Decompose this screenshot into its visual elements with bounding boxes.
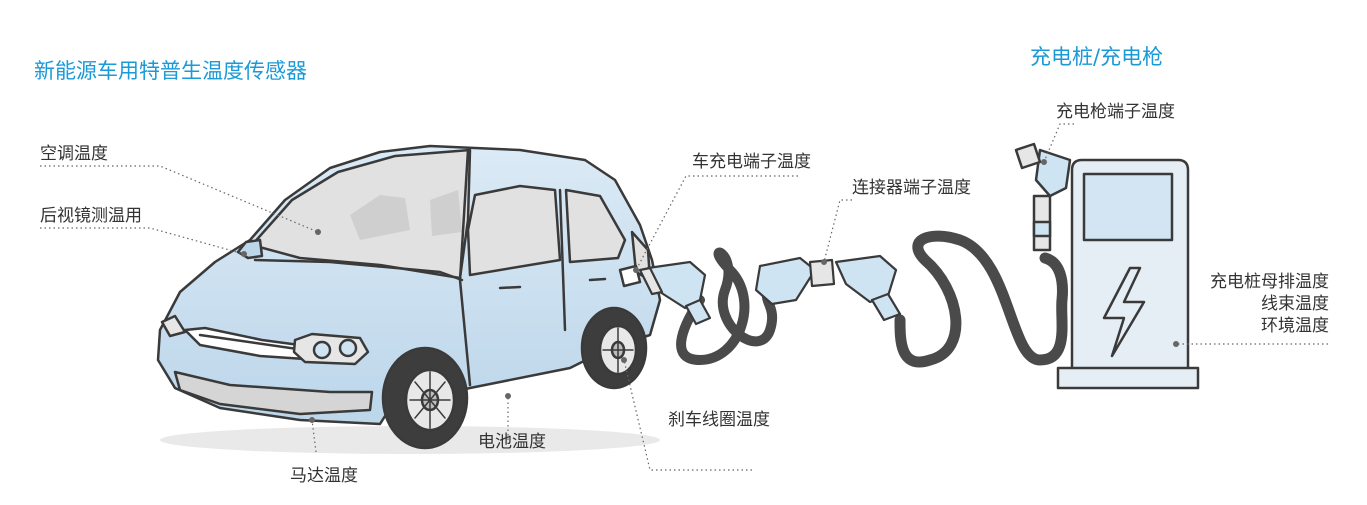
leader-motor (311, 419, 317, 453)
leader-mirror (40, 227, 245, 255)
label-battery: 电池温度 (478, 432, 546, 452)
leader-car-port (635, 175, 798, 271)
rear-side-window (564, 188, 627, 264)
title-ev-sensors: 新能源车用特普生温度传感器 (34, 59, 307, 83)
label-harness: 线束温度 (1261, 294, 1329, 314)
label-car-port: 车充电端子温度 (692, 152, 811, 172)
label-pile-busbar: 充电桩母排温度 (1210, 272, 1329, 292)
leader-connector (823, 199, 852, 263)
headlight (292, 332, 370, 366)
label-ac: 空调温度 (40, 144, 108, 164)
bumper (173, 370, 374, 416)
label-brake: 刹车线圈温度 (668, 410, 770, 430)
leader-ac (40, 165, 319, 233)
lightning-bolt-icon (1102, 266, 1146, 358)
mid-connector (754, 254, 902, 322)
title-charger: 充电桩/充电枪 (1030, 45, 1164, 69)
front-wheel (381, 346, 469, 450)
leader-gun-terminal (1043, 123, 1074, 163)
charging-pile (1014, 142, 1200, 390)
car-side-plug (638, 260, 712, 326)
label-environment: 环境温度 (1261, 316, 1329, 336)
label-mirror: 后视镜测温用 (40, 206, 142, 226)
label-motor: 马达温度 (290, 466, 358, 486)
label-gun-terminal: 充电枪端子温度 (1056, 102, 1175, 122)
charging-cable (676, 230, 1068, 368)
leader-lines (40, 123, 1328, 471)
car (156, 144, 662, 454)
rear-wheel (580, 306, 648, 390)
front-side-window (466, 184, 562, 277)
label-connector: 连接器端子温度 (852, 178, 971, 198)
